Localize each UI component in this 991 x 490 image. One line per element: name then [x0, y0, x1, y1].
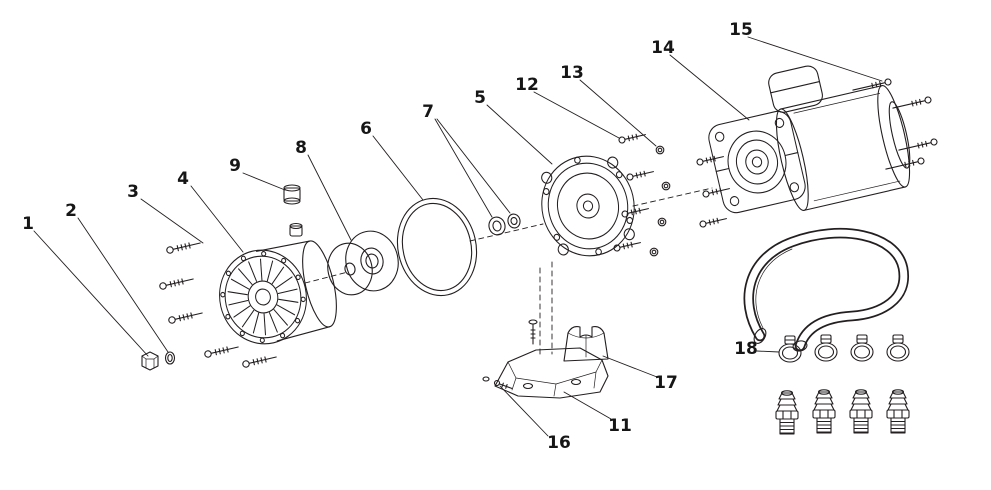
mounting-nuts: [649, 145, 731, 257]
base-screw-vertical: [528, 319, 538, 345]
part-label-6: 6: [360, 119, 372, 139]
motor-flange: [708, 110, 806, 214]
part-label-16: 16: [547, 433, 571, 453]
hose-adapters: [775, 389, 910, 435]
gasket-discs: [327, 230, 399, 296]
part-label-5: 5: [474, 88, 486, 108]
part-label-18: 18: [734, 339, 758, 359]
housing-boss: [289, 222, 303, 237]
part-label-2: 2: [65, 201, 77, 221]
strainer-housing: [219, 240, 337, 345]
callout-labels: 1 2 3 4 9 8 6 7 5 12 13 14 15 18 17 11 1…: [22, 20, 758, 453]
part-label-7: 7: [422, 102, 434, 122]
part-label-1: 1: [22, 214, 34, 234]
shaft-seal: [488, 213, 521, 236]
leader-lines: [33, 36, 883, 437]
drain-oring: [164, 351, 176, 365]
part-label-8: 8: [295, 138, 307, 158]
part-label-3: 3: [127, 182, 139, 202]
part-label-13: 13: [560, 63, 584, 83]
alignment-lines: [304, 187, 713, 359]
part-label-9: 9: [229, 156, 241, 176]
part-label-11: 11: [608, 416, 632, 436]
part-label-15: 15: [729, 20, 753, 40]
pipe-plug: [283, 184, 301, 205]
part-label-17: 17: [654, 373, 678, 393]
seal-plate: [541, 155, 635, 257]
pump-base: [494, 347, 609, 399]
part-label-12: 12: [515, 75, 539, 95]
motor-through-bolts: [851, 77, 939, 173]
base-screw: [482, 376, 513, 390]
housing-oring: [396, 197, 478, 297]
motor-cradle: [563, 326, 609, 362]
motor: [768, 65, 911, 211]
part-label-14: 14: [651, 38, 675, 58]
part-label-4: 4: [177, 169, 189, 189]
drain-plug: [141, 351, 159, 371]
